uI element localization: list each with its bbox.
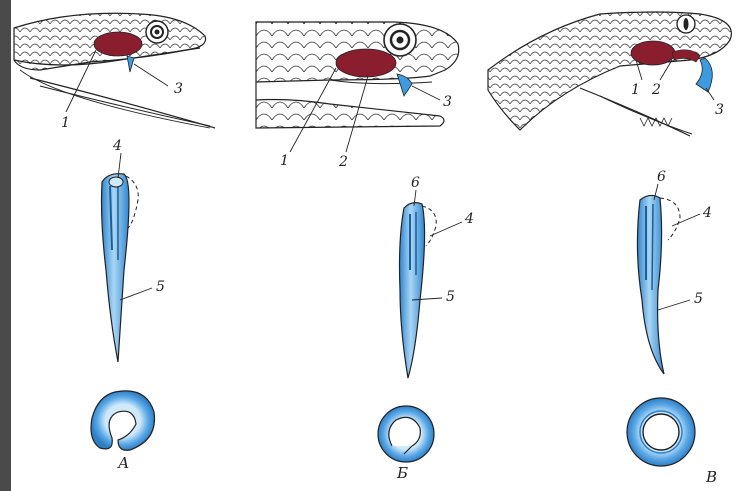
label-v-fang-5: 5 xyxy=(694,292,703,306)
label-b-head-3: 3 xyxy=(443,95,452,109)
label-v-head-3: 3 xyxy=(715,103,724,117)
fang-a xyxy=(102,153,153,362)
label-a-head-3: 3 xyxy=(174,82,183,96)
fang-b xyxy=(400,190,463,378)
panel-letter-b: Б xyxy=(397,466,408,481)
label-b-fang-5: 5 xyxy=(446,290,455,304)
label-a-fang-4: 4 xyxy=(113,139,122,153)
panel-letter-v: В xyxy=(706,470,717,485)
label-a-head-1: 1 xyxy=(61,116,70,130)
label-b-fang-4: 4 xyxy=(465,212,474,226)
head-a xyxy=(14,13,215,128)
head-v xyxy=(488,12,731,136)
panel-letter-a: А xyxy=(118,456,129,471)
cross-section-a xyxy=(91,391,155,450)
snake-fang-diagram xyxy=(11,0,739,491)
label-a-fang-5: 5 xyxy=(156,280,165,294)
label-b-head-2: 2 xyxy=(339,155,348,169)
cross-section-v xyxy=(627,398,695,466)
head-b xyxy=(256,22,459,152)
label-v-head-1: 1 xyxy=(631,83,640,97)
cross-section-b xyxy=(378,406,434,462)
label-v-fang-4: 4 xyxy=(703,206,712,220)
label-b-fang-6: 6 xyxy=(411,176,420,190)
label-b-head-1: 1 xyxy=(280,154,289,168)
label-v-head-2: 2 xyxy=(652,83,661,97)
left-edge-bar xyxy=(0,0,11,491)
fang-v xyxy=(637,184,700,374)
label-v-fang-6: 6 xyxy=(657,170,666,184)
